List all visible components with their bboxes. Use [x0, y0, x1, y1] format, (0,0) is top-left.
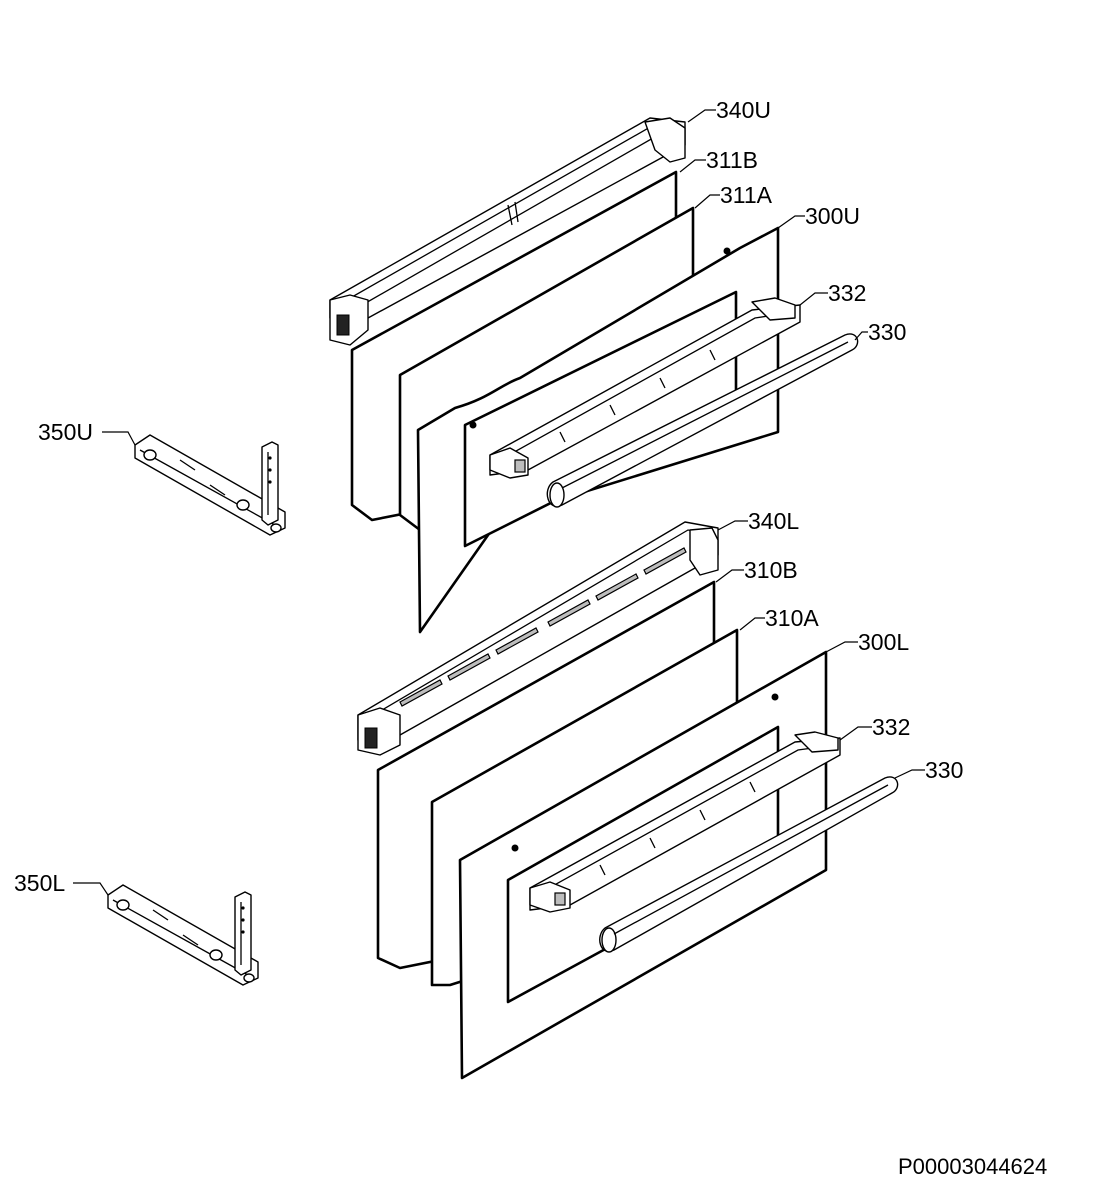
label-330-upper: 330 [868, 319, 906, 345]
label-310B: 310B [744, 557, 798, 583]
label-332-lower: 332 [872, 714, 910, 740]
part-340U-top-trim [329, 117, 686, 346]
label-300U: 300U [805, 203, 860, 229]
label-340U: 340U [716, 97, 771, 123]
label-330-lower: 330 [925, 757, 963, 783]
part-350U-hinge [134, 434, 286, 536]
label-340L: 340L [748, 508, 799, 534]
document-code: P00003044624 [898, 1154, 1047, 1179]
leader-lines [73, 109, 925, 896]
part-330-upper-handle-bar [546, 333, 859, 508]
label-311B: 311B [706, 147, 758, 173]
label-350L: 350L [14, 870, 65, 896]
label-311A: 311A [720, 182, 773, 208]
label-350U: 350U [38, 419, 93, 445]
part-332-upper-handle-bracket [489, 297, 801, 479]
label-300L: 300L [858, 629, 909, 655]
label-332-upper: 332 [828, 280, 866, 306]
part-350L-hinge [107, 884, 259, 986]
part-330-lower-handle-bar [599, 776, 899, 953]
part-332-lower-handle-bracket [529, 731, 841, 913]
label-310A: 310A [765, 605, 819, 631]
part-340L-top-trim [357, 521, 719, 756]
vent-slots [399, 547, 687, 707]
part-labels: 340U 311B 311A 300U 332 330 350U 340L 31… [14, 97, 963, 896]
